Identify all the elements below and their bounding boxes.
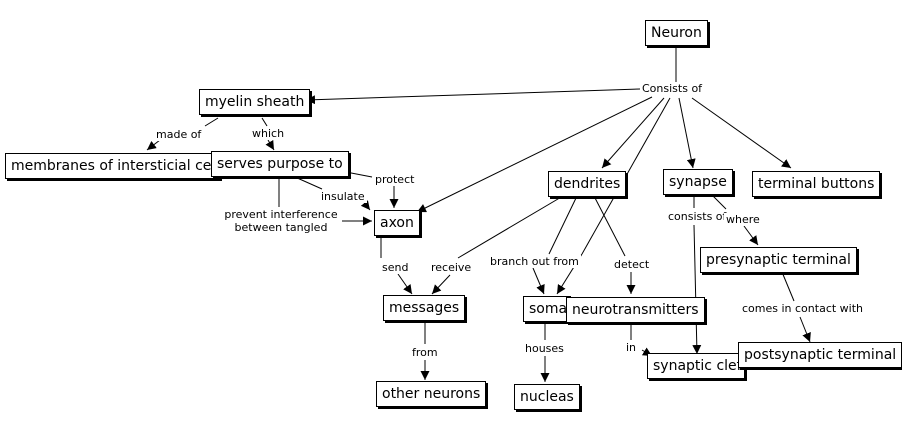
link-which: which: [250, 127, 287, 140]
node-postsynaptic-terminal[interactable]: postsynaptic terminal: [738, 342, 902, 368]
node-synapse[interactable]: synapse: [663, 169, 733, 195]
link-made-of: made of: [154, 128, 204, 141]
link-protect: protect: [373, 173, 417, 186]
node-neuron[interactable]: Neuron: [645, 20, 708, 46]
link-houses: houses: [523, 342, 566, 355]
node-other-neurons[interactable]: other neurons: [376, 381, 487, 407]
node-axon[interactable]: axon: [374, 210, 420, 236]
link-from-messages: from: [410, 346, 440, 359]
link-comes-in-contact-with: comes in contact with: [740, 302, 866, 315]
node-presynaptic-terminal[interactable]: presynaptic terminal: [700, 247, 857, 273]
link-prevent-interference: prevent interference between tangled: [220, 208, 342, 234]
node-nucleas[interactable]: nucleas: [514, 384, 580, 410]
link-where: where: [724, 213, 762, 226]
link-insulate: insulate: [319, 190, 367, 203]
link-send: send: [380, 261, 411, 274]
link-in: in: [624, 341, 639, 354]
node-messages[interactable]: messages: [383, 295, 466, 321]
node-dendrites[interactable]: dendrites: [548, 171, 627, 197]
link-consists-of: Consists of: [640, 82, 705, 95]
link-consists-of-synapse: consists of: [666, 210, 729, 223]
node-terminal-buttons[interactable]: terminal buttons: [752, 171, 881, 197]
node-neurotransmitters[interactable]: neurotransmitters: [566, 297, 705, 323]
link-detect: detect: [612, 258, 652, 271]
node-membranes-of-intersticial-cells[interactable]: membranes of intersticial cells: [5, 153, 220, 179]
node-synaptic-cleft[interactable]: synaptic cleft: [647, 353, 745, 379]
link-branch-out-from: branch out from: [488, 255, 581, 268]
link-receive: receive: [429, 261, 474, 274]
node-soma[interactable]: soma: [523, 296, 571, 322]
node-serves-purpose-to[interactable]: serves purpose to: [211, 151, 349, 177]
node-myelin-sheath[interactable]: myelin sheath: [199, 89, 311, 115]
